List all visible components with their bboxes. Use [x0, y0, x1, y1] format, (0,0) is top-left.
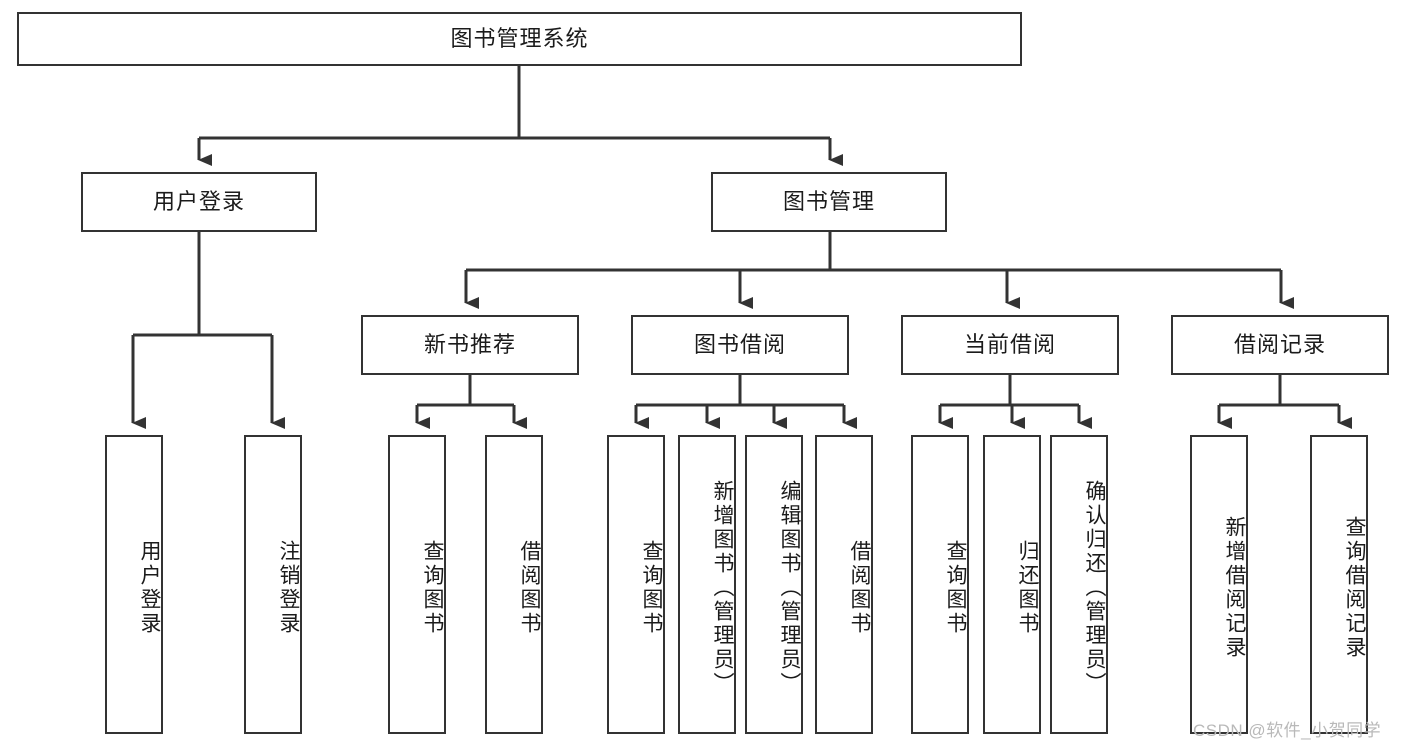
node-user-login-label: 用户登录: [152, 188, 245, 214]
leaf-borrow-book-newbook-label: 借阅图书: [518, 539, 541, 636]
leaf-confirm-return-admin[interactable]: 确认归还（管理员）: [1050, 435, 1108, 734]
node-book-management-label: 图书管理: [782, 188, 875, 214]
leaf-query-book-newbook[interactable]: 查询图书: [388, 435, 446, 734]
leaf-add-book-admin[interactable]: 新增图书（管理员）: [678, 435, 736, 734]
leaf-query-book-current-label: 查询图书: [944, 539, 967, 636]
leaf-borrow-book-label: 借阅图书: [848, 539, 871, 636]
node-new-book-recommend[interactable]: 新书推荐: [361, 315, 579, 375]
leaf-user-login[interactable]: 用户登录: [105, 435, 163, 734]
leaf-logout-label: 注销登录: [277, 539, 300, 636]
node-root[interactable]: 图书管理系统: [17, 12, 1022, 66]
leaf-query-borrow-record[interactable]: 查询借阅记录: [1310, 435, 1368, 734]
node-new-book-recommend-label: 新书推荐: [423, 331, 516, 357]
node-current-borrow[interactable]: 当前借阅: [901, 315, 1119, 375]
leaf-user-login-label: 用户登录: [138, 539, 161, 636]
node-book-borrow[interactable]: 图书借阅: [631, 315, 849, 375]
leaf-return-book-label: 归还图书: [1016, 539, 1039, 636]
leaf-query-book-current[interactable]: 查询图书: [911, 435, 969, 734]
leaf-add-book-admin-label: 新增图书（管理员）: [711, 479, 734, 696]
node-book-borrow-label: 图书借阅: [693, 331, 786, 357]
leaf-confirm-return-admin-label: 确认归还（管理员）: [1083, 479, 1106, 696]
node-root-label: 图书管理系统: [450, 25, 589, 51]
node-borrow-records-label: 借阅记录: [1233, 331, 1326, 357]
node-user-login[interactable]: 用户登录: [81, 172, 317, 232]
leaf-add-borrow-record-label: 新增借阅记录: [1223, 515, 1246, 660]
node-borrow-records[interactable]: 借阅记录: [1171, 315, 1389, 375]
leaf-query-book-borrow[interactable]: 查询图书: [607, 435, 665, 734]
leaf-borrow-book-newbook[interactable]: 借阅图书: [485, 435, 543, 734]
leaf-logout[interactable]: 注销登录: [244, 435, 302, 734]
leaf-edit-book-admin[interactable]: 编辑图书（管理员）: [745, 435, 803, 734]
leaf-query-book-borrow-label: 查询图书: [640, 539, 663, 636]
leaf-query-book-newbook-label: 查询图书: [421, 539, 444, 636]
leaf-query-borrow-record-label: 查询借阅记录: [1343, 515, 1366, 660]
leaf-add-borrow-record[interactable]: 新增借阅记录: [1190, 435, 1248, 734]
leaf-borrow-book[interactable]: 借阅图书: [815, 435, 873, 734]
node-book-management[interactable]: 图书管理: [711, 172, 947, 232]
leaf-edit-book-admin-label: 编辑图书（管理员）: [778, 479, 801, 696]
node-current-borrow-label: 当前借阅: [963, 331, 1056, 357]
leaf-return-book[interactable]: 归还图书: [983, 435, 1041, 734]
csdn-watermark: CSDN @软件_小贺同学: [1193, 721, 1382, 740]
